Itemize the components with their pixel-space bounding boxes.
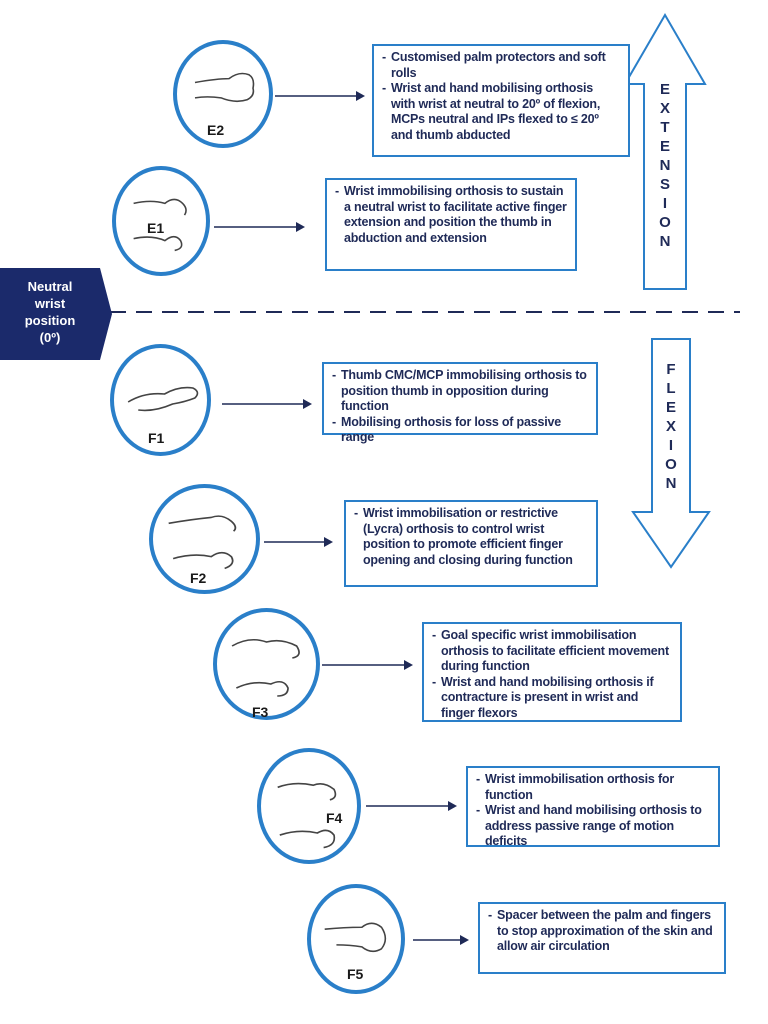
vertical-letter: T xyxy=(660,119,670,136)
vertical-letter: N xyxy=(659,233,671,250)
orthosis-list: Wrist immobilisation or restrictive (Lyc… xyxy=(354,506,588,568)
orthosis-list: Spacer between the palm and fingers to s… xyxy=(488,908,716,955)
hand-sketch-icon xyxy=(127,386,199,412)
orthosis-item: Wrist and hand mobilising orthosis to ad… xyxy=(476,803,710,850)
orthosis-list: Wrist immobilisation orthosis for functi… xyxy=(476,772,710,850)
orthosis-list: Goal specific wrist immobilisation ortho… xyxy=(432,628,672,721)
level-label: F4 xyxy=(326,810,343,826)
orthosis-item: Customised palm protectors and soft roll… xyxy=(382,50,620,81)
connector-arrow xyxy=(413,935,469,945)
level-label: E2 xyxy=(207,122,225,138)
orthosis-item: Mobilising orthosis for loss of passive … xyxy=(332,415,588,446)
vertical-letter: I xyxy=(662,195,668,212)
level-label: F5 xyxy=(347,966,364,982)
orthosis-box: Goal specific wrist immobilisation ortho… xyxy=(422,622,682,722)
vertical-letter: E xyxy=(659,81,670,98)
orthosis-item: Spacer between the palm and fingers to s… xyxy=(488,908,716,955)
orthosis-list: Thumb CMC/MCP immobilising orthosis to p… xyxy=(332,368,588,446)
vertical-letter: L xyxy=(666,380,676,397)
vertical-letter: S xyxy=(659,176,670,193)
orthosis-box: Wrist immobilising orthosis to sustain a… xyxy=(325,178,577,271)
vertical-letter: O xyxy=(665,456,677,473)
hand-sketch-icon xyxy=(324,922,387,953)
orthosis-box: Wrist immobilisation orthosis for functi… xyxy=(466,766,720,850)
hand-sketch-icon xyxy=(194,72,255,103)
orthosis-item: Thumb CMC/MCP immobilising orthosis to p… xyxy=(332,368,588,415)
hand-position-circle xyxy=(213,608,320,720)
connector-arrow xyxy=(322,660,413,670)
connector-arrow xyxy=(264,537,333,547)
hand-position-circle xyxy=(173,40,273,148)
level-label: F2 xyxy=(190,570,207,586)
level-label: F3 xyxy=(252,704,269,720)
orthosis-list: Wrist immobilising orthosis to sustain a… xyxy=(335,184,567,246)
orthosis-box: Customised palm protectors and soft roll… xyxy=(372,44,630,157)
level-label: E1 xyxy=(147,220,165,236)
hand-position-circle xyxy=(110,344,211,456)
orthosis-list: Customised palm protectors and soft roll… xyxy=(382,50,620,143)
orthosis-item: Wrist immobilisation or restrictive (Lyc… xyxy=(354,506,588,568)
orthosis-box: Spacer between the palm and fingers to s… xyxy=(478,902,726,974)
vertical-letter: E xyxy=(659,138,670,155)
connector-arrow xyxy=(214,222,305,232)
neutral-line-1: Neutral xyxy=(27,279,73,294)
orthosis-item: Wrist and hand mobilising orthosis with … xyxy=(382,81,620,143)
hand-sketch-icon xyxy=(231,638,300,697)
connector-arrow xyxy=(275,91,365,101)
orthosis-box: Wrist immobilisation or restrictive (Lyc… xyxy=(344,500,598,587)
orthosis-item: Wrist and hand mobilising orthosis if co… xyxy=(432,675,672,722)
vertical-letter: X xyxy=(665,418,676,435)
hand-position-circle xyxy=(307,884,405,994)
orthosis-item: Wrist immobilising orthosis to sustain a… xyxy=(335,184,567,246)
level-label: F1 xyxy=(148,430,165,446)
orthosis-box: Thumb CMC/MCP immobilising orthosis to p… xyxy=(322,362,598,444)
hand-position-circle xyxy=(257,748,361,864)
hand-position-circle xyxy=(112,166,210,276)
vertical-letter: O xyxy=(659,214,671,231)
orthosis-item: Goal specific wrist immobilisation ortho… xyxy=(432,628,672,675)
vertical-letter: N xyxy=(665,475,677,492)
hand-sketch-icon xyxy=(277,782,337,849)
neutral-wrist-badge: Neutral wrist position (0º) xyxy=(0,268,112,360)
vertical-letter: N xyxy=(659,157,671,174)
hand-sketch-icon xyxy=(168,515,237,570)
hand-position-circle xyxy=(149,484,260,594)
vertical-letter: E xyxy=(665,399,676,416)
vertical-letter: F xyxy=(666,361,676,378)
vertical-letter: I xyxy=(668,437,674,454)
flexion-arrow xyxy=(631,338,711,569)
connector-arrow xyxy=(366,801,457,811)
hand-sketch-icon xyxy=(133,198,187,252)
neutral-line-3: position xyxy=(24,313,76,328)
connector-arrow xyxy=(222,399,312,409)
neutral-line-2: wrist xyxy=(34,296,66,311)
neutral-divider xyxy=(110,311,740,313)
orthosis-item: Wrist immobilisation orthosis for functi… xyxy=(476,772,710,803)
neutral-line-4: (0º) xyxy=(39,330,61,345)
vertical-letter: X xyxy=(659,100,670,117)
